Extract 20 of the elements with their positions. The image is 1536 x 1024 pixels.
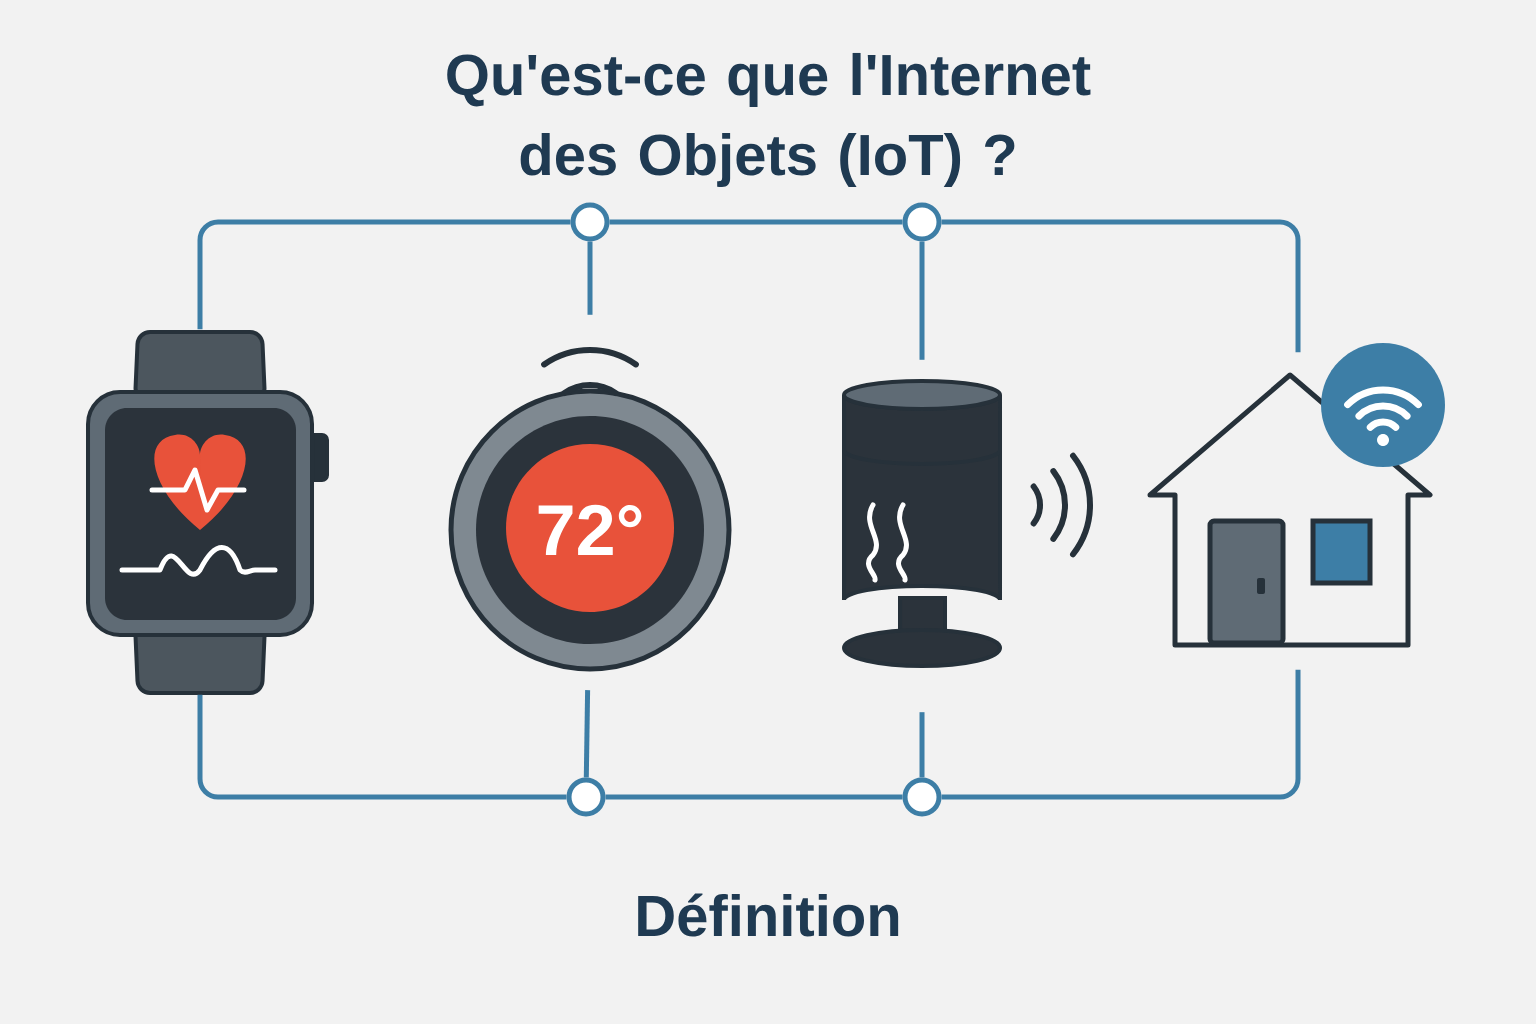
smart-speaker-drawing	[842, 379, 1093, 668]
junction-circle	[902, 202, 942, 242]
connector-line	[609, 219, 903, 225]
connector-line	[605, 794, 903, 800]
smart-home-drawing	[1147, 343, 1445, 648]
junction-circle	[566, 777, 606, 817]
junction-circle	[902, 777, 942, 817]
connector-line	[941, 669, 1301, 800]
connector-line	[919, 712, 925, 778]
connector-line	[197, 219, 571, 330]
junction-circle	[570, 202, 610, 242]
title: Qu'est-ce que l'Internet des Objets (IoT) ?	[447, 52, 1091, 187]
connector-line	[919, 241, 925, 360]
smartwatch-drawing	[86, 330, 329, 695]
connector-line	[587, 241, 593, 315]
connector-line	[583, 690, 591, 778]
connector-line	[941, 219, 1301, 353]
connector-line	[197, 694, 567, 800]
caption: Définition	[638, 893, 899, 937]
thermostat-drawing: 72°	[448, 347, 732, 672]
